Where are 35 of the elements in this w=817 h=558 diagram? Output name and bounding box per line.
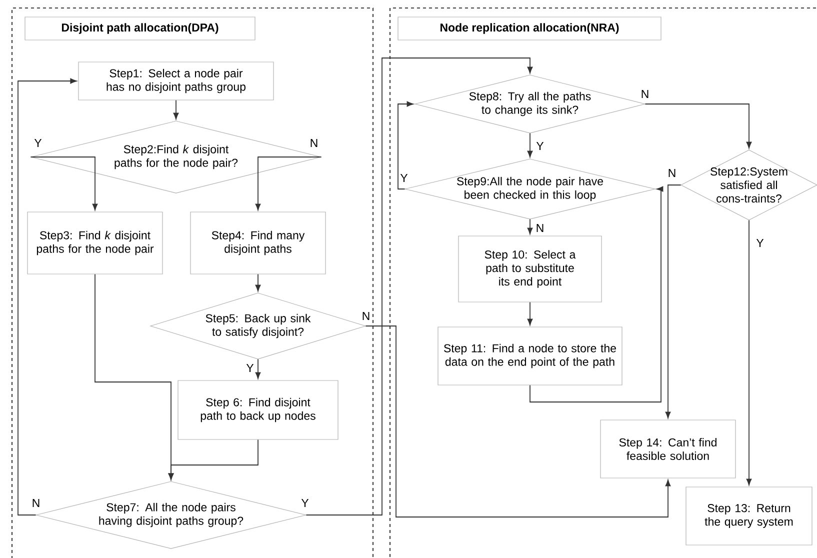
arrow bbox=[168, 439, 258, 480]
process-box: Step4: Find many disjoint paths bbox=[190, 212, 326, 274]
edge-label: N bbox=[534, 223, 546, 233]
arrow bbox=[255, 274, 261, 292]
arrow bbox=[30, 156, 98, 210]
edge-label: Y bbox=[535, 141, 545, 151]
edge-label: Y bbox=[755, 238, 765, 248]
panel-heading: Node replication allocation(NRA) bbox=[398, 16, 662, 40]
arrow bbox=[18, 78, 77, 516]
arrow bbox=[665, 184, 682, 418]
arrow bbox=[527, 132, 533, 158]
arrow bbox=[644, 104, 752, 148]
panel-heading: Disjoint path allocation(DPA) bbox=[24, 16, 256, 40]
arrow bbox=[746, 220, 752, 486]
arrow bbox=[530, 186, 664, 402]
arrow bbox=[255, 156, 322, 210]
arrow bbox=[398, 101, 414, 190]
process-box: Step1: Select a node pair has no disjoint paths group bbox=[78, 62, 274, 100]
arrow bbox=[255, 358, 261, 379]
edge-label: Y bbox=[245, 363, 255, 373]
process-box: Step 10: Select a path to substitute its end point bbox=[458, 236, 602, 302]
process-box: Step3: Find k disjoint paths for the node pair bbox=[27, 212, 163, 274]
edge-label: N bbox=[308, 138, 320, 148]
process-box: Step 6: Find disjoint path to back up nodes bbox=[178, 380, 338, 440]
arrow bbox=[306, 58, 533, 516]
process-box: Step 13: Return the query system bbox=[686, 486, 812, 546]
arrow bbox=[527, 302, 533, 326]
process-box: Step 11: Find a node to store the data on the end point of the path bbox=[438, 326, 622, 386]
process-box: Step 14: Can’t find feasible solution bbox=[600, 420, 736, 478]
arrow bbox=[365, 326, 671, 518]
arrow bbox=[527, 218, 533, 234]
arrow bbox=[173, 100, 179, 120]
edge-label: N bbox=[666, 168, 678, 178]
edge-label: Y bbox=[300, 498, 310, 508]
edge-label: Y bbox=[33, 138, 43, 148]
